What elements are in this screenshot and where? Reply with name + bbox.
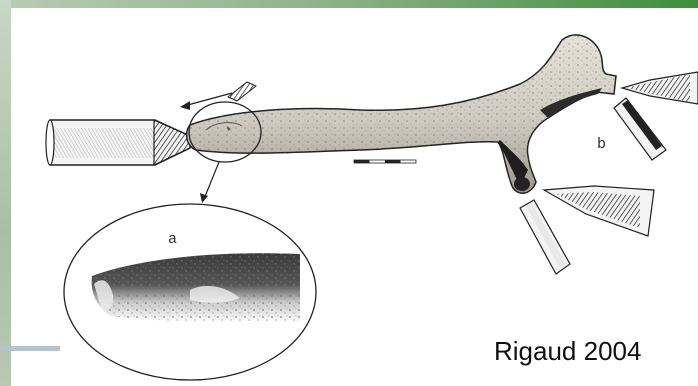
magnified-detail-a [64, 204, 316, 380]
scale-bar [354, 160, 416, 163]
detail-label-b: b [597, 136, 606, 153]
right-chisel-tool-upper [614, 72, 698, 160]
slide-left-accent-bar [0, 0, 11, 386]
detail-label-a: a [168, 231, 177, 248]
citation-credit: Rigaud 2004 [494, 336, 694, 370]
right-chisel-tool-lower [520, 186, 654, 274]
direction-arrow [180, 82, 256, 110]
left-chisel-tool [46, 120, 190, 165]
antler-beam [187, 35, 616, 193]
antler-working-illustration: a b [11, 8, 698, 386]
slide-top-accent-bar [0, 0, 698, 8]
